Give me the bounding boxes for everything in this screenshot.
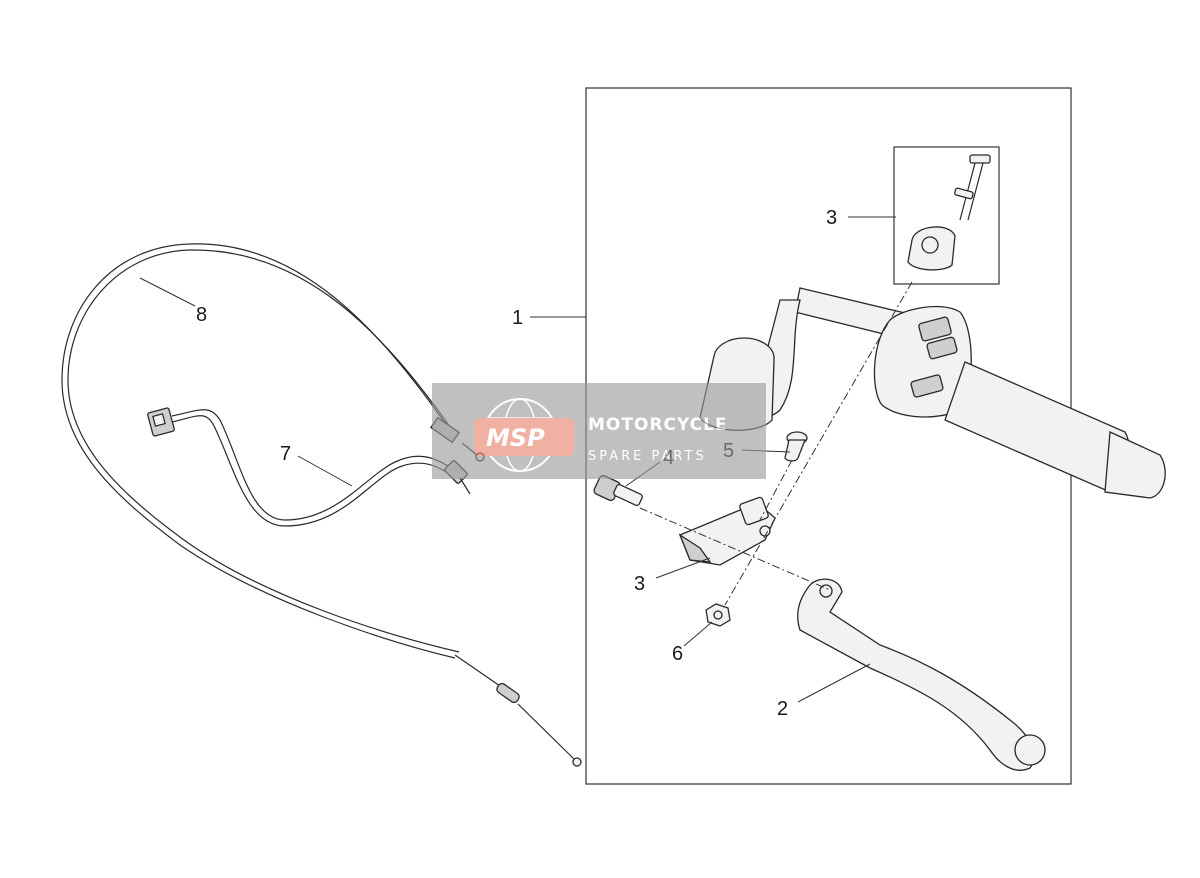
clutch-cable bbox=[61, 243, 582, 767]
inset-frame bbox=[893, 146, 1000, 285]
watermark: MSP MOTORCYCLE SPARE PARTS bbox=[432, 383, 766, 479]
adjuster-screw bbox=[593, 474, 643, 507]
leader-7 bbox=[297, 455, 353, 487]
watermark-logo: MSP bbox=[486, 424, 545, 452]
handlebar-assembly bbox=[699, 287, 1166, 499]
leader-3-bottom bbox=[655, 557, 711, 579]
leader-2 bbox=[797, 663, 871, 703]
callout-6: 6 bbox=[672, 643, 683, 665]
leader-8 bbox=[139, 277, 196, 307]
watermark-logo-badge bbox=[474, 418, 574, 456]
callout-3-bottom: 3 bbox=[634, 573, 645, 595]
callout-2: 2 bbox=[777, 698, 788, 720]
callout-7: 7 bbox=[280, 443, 291, 465]
clutch-lever bbox=[797, 578, 1046, 771]
lever-nut bbox=[705, 603, 731, 627]
master-cylinder-clamp bbox=[907, 154, 991, 271]
axis-line-bolt bbox=[759, 459, 793, 521]
lever-bracket bbox=[678, 496, 776, 566]
callout-1: 1 bbox=[512, 307, 523, 329]
watermark-title: MOTORCYCLE bbox=[588, 415, 728, 435]
callout-3-top: 3 bbox=[826, 207, 837, 229]
pivot-bolt bbox=[784, 431, 808, 462]
leader-6 bbox=[683, 621, 713, 647]
axis-line-horizontal bbox=[639, 507, 831, 591]
watermark-subtitle: SPARE PARTS bbox=[588, 449, 707, 464]
clutch-switch-wire bbox=[147, 407, 471, 527]
axis-line-vertical bbox=[724, 281, 913, 606]
callout-8: 8 bbox=[196, 304, 207, 326]
